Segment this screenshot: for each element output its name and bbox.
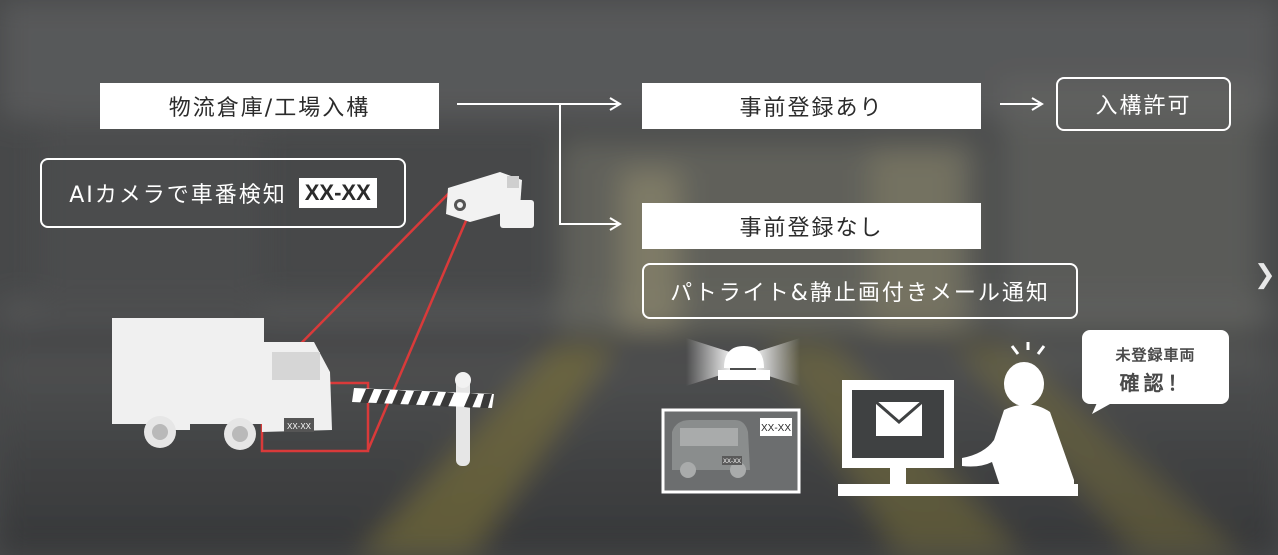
permit-box: 入構許可: [1056, 77, 1231, 131]
operator-icon: [962, 342, 1074, 486]
unregistered-label: 事前登録なし: [739, 216, 884, 241]
truck-plate: XX-XX: [287, 422, 312, 431]
snapshot-plate-small: XX-XX: [723, 459, 741, 465]
arrow-head-registered: [609, 97, 622, 111]
arrow-head-unregistered: [609, 217, 622, 231]
snapshot-image: [661, 408, 801, 494]
arrow-branch-unregistered: [559, 104, 618, 225]
notify-label: パトライト&静止画付きメール通知: [670, 281, 1050, 306]
envelope-icon: [875, 400, 923, 436]
arrow-head-permit: [1031, 97, 1044, 111]
truck-icon: [112, 318, 332, 450]
notify-box: パトライト&静止画付きメール通知: [642, 263, 1078, 319]
registered-label: 事前登録あり: [739, 96, 884, 121]
ai-camera-plate: XX-XX: [298, 178, 377, 208]
ai-camera-label: AIカメラで車番検知: [69, 183, 287, 208]
patrol-light-icon: [686, 338, 800, 386]
registered-box: 事前登録あり: [642, 83, 981, 129]
flow-arrows: [457, 97, 1044, 231]
entry-label: 物流倉庫/工場入構: [168, 96, 371, 121]
snapshot-plate-tag: XX-XX: [761, 423, 791, 434]
permit-label: 入構許可: [1095, 94, 1192, 119]
alert-bubble: 未登録車両 確認！: [1082, 330, 1229, 404]
bubble-line1: 未登録車両: [1115, 346, 1196, 364]
chevron-right-icon[interactable]: ❯: [1254, 260, 1276, 290]
ai-camera-box: AIカメラで車番検知 XX-XX: [40, 158, 406, 228]
camera-icon: [446, 172, 534, 228]
entry-box: 物流倉庫/工場入構: [100, 83, 439, 129]
barrier-gate-icon: [352, 372, 494, 466]
bubble-line2: 確認！: [1119, 371, 1192, 395]
unregistered-box: 事前登録なし: [642, 203, 981, 249]
